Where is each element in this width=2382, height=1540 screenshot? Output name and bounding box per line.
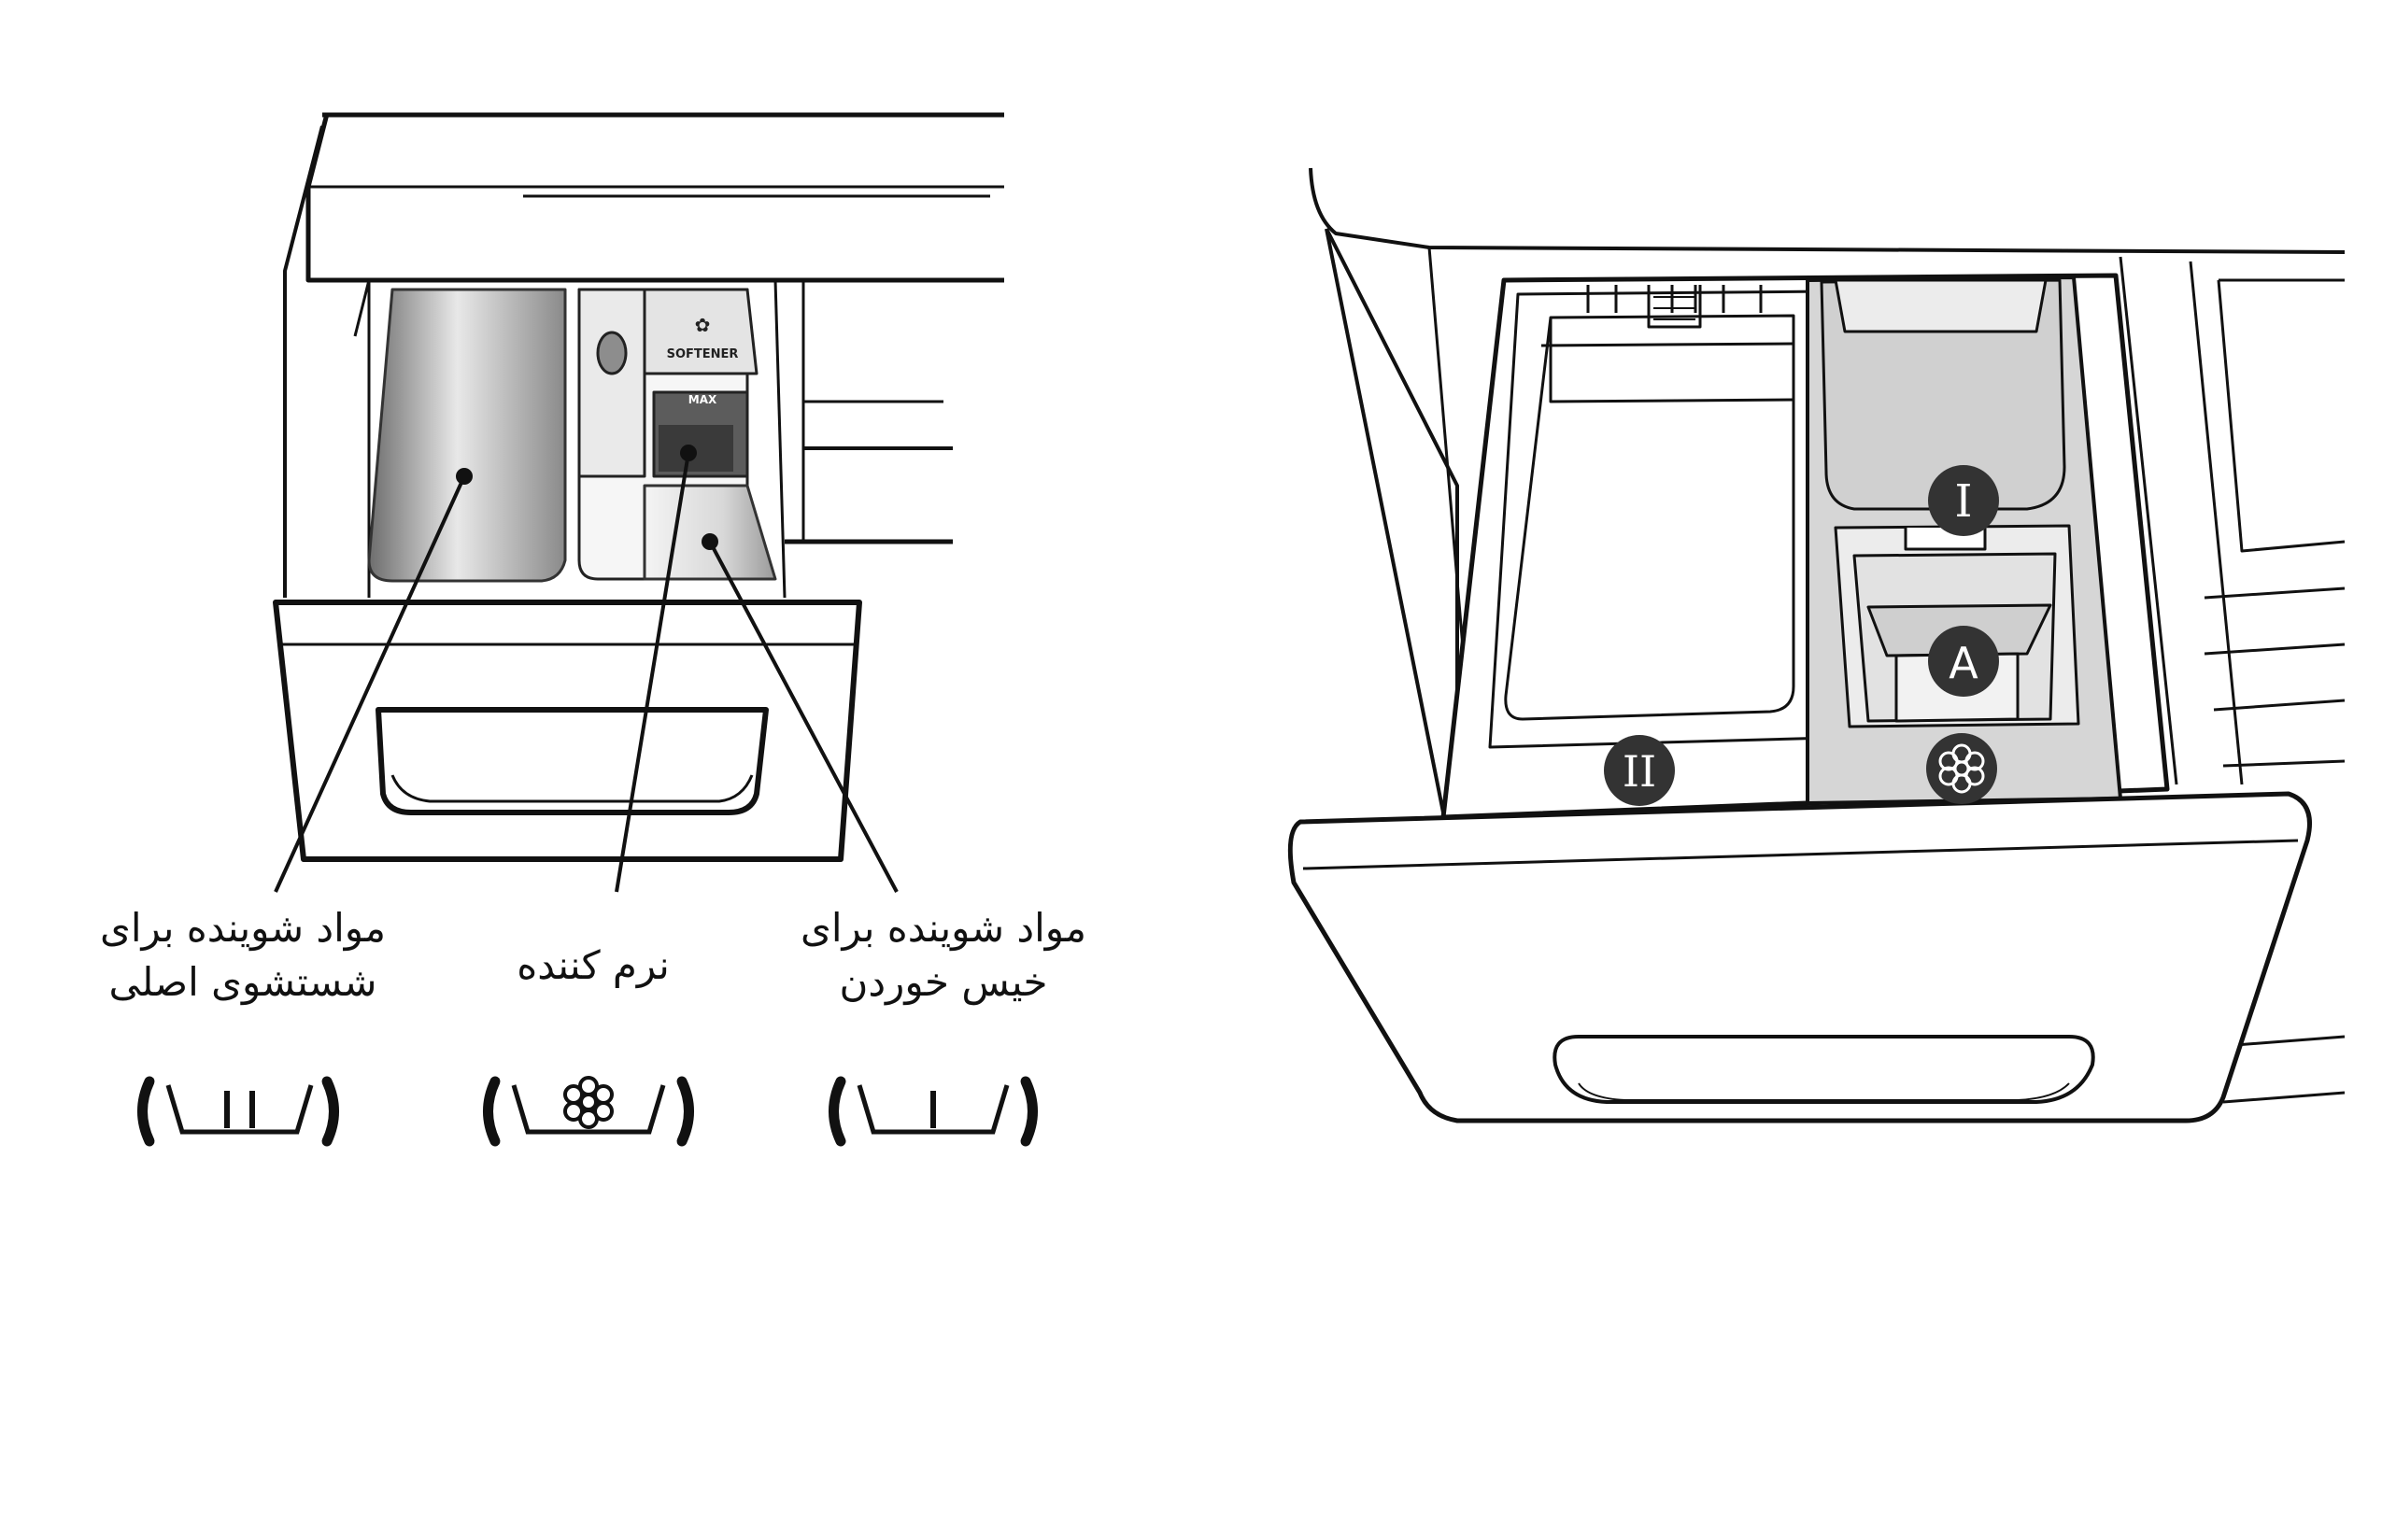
badge-compartment-i: I [1928,465,1999,536]
main-wash-tub-symbol [137,1076,339,1147]
leader-dot-main-wash [456,468,473,485]
badge-compartment-a-text: A [1949,638,1978,688]
main-wash-detergent-label: مواد شوینده برای شستشوی اصلی [56,901,430,1010]
prewash-label-line1: مواد شوینده برای [801,905,1086,951]
badge-compartment-ii: II [1604,735,1675,806]
softener-embossed-text: SOFTENER [667,347,739,361]
left-dispenser-drawing [273,112,1004,862]
leader-dot-softener [680,445,697,461]
softener-label-line1: نرم کننده [517,942,670,988]
softener-label: نرم کننده [467,939,719,993]
badge-compartment-i-text: I [1955,475,1973,528]
prewash-label-line2: خیس خوردن [839,959,1048,1005]
prewash-detergent-label: مواد شوینده برای خیس خوردن [757,901,1130,1010]
max-level-text: MAX [688,393,717,406]
softener-flower-tub-symbol [483,1076,694,1147]
flower-icon [563,1076,614,1129]
leader-dot-prewash [702,533,718,550]
badge-compartment-a: A [1928,626,1999,697]
softener-flower-badge-icon [1926,733,1997,804]
main-wash-label-line1: مواد شوینده برای [100,905,386,951]
softener-mark-icon: ✿ [695,314,711,336]
prewash-tub-symbol [829,1076,1038,1147]
badge-compartment-ii-text: II [1623,746,1656,797]
leader-lines [274,452,899,893]
main-wash-label-line2: شستشوی اصلی [108,959,377,1005]
right-dispenser-drawing [1287,167,2346,1123]
